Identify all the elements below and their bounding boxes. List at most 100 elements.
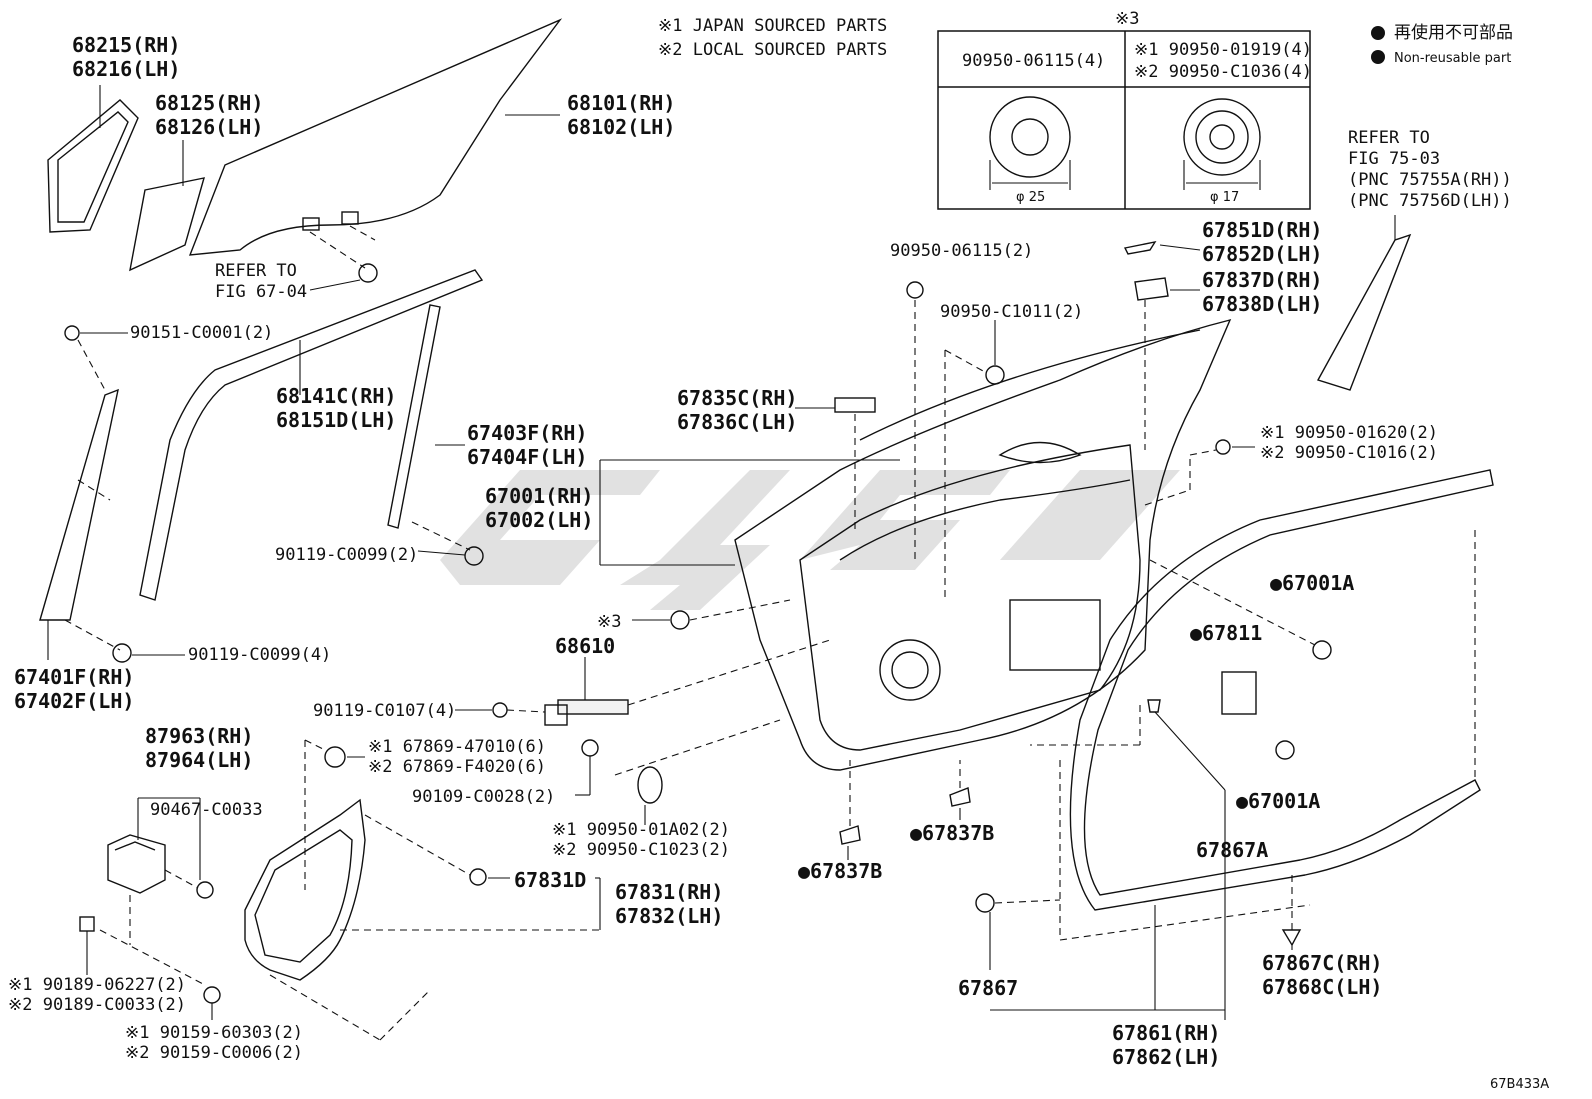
clip-icon [1281,929,1302,947]
table-col2-header-2: ※2 90950-C1036(4) [1134,62,1312,82]
label-67001a-upper: ●67001A [1270,571,1354,595]
label-90119-c0107: 90119-C0107(4) [313,701,456,721]
table-title: ※3 [1115,9,1139,29]
door-trim-panel [244,798,366,981]
grommet-icon [1215,439,1231,455]
label-67852d: 67852D(LH) [1202,242,1322,266]
table-col1-dim: φ 25 [1016,190,1045,205]
table-col1-header: 90950-06115(4) [962,51,1105,71]
label-67001a-lower: ●67001A [1236,789,1320,813]
label-90151: 90151-C0001(2) [130,323,273,343]
label-67836c: 67836C(LH) [677,410,797,434]
legend: 再使用不可部品 Non-reusable part [1371,22,1513,66]
plug-small-icon [1183,98,1261,176]
table-col2-header-1: ※1 90950-01919(4) [1134,40,1312,60]
note-local-sourced: ※2 LOCAL SOURCED PARTS [658,40,887,60]
screw-icon [203,986,221,1004]
label-67837b-left: ●67837B [798,859,882,883]
label-67837b-right: ●67837B [910,821,994,845]
legend-en: Non-reusable part [1394,51,1511,66]
screw-icon [64,325,80,341]
label-68610: 68610 [555,634,615,658]
hole-plug-icon [985,365,1005,385]
table-col2-dim: φ 17 [1210,190,1239,205]
nut-icon [469,868,487,886]
label-68215: 68215(RH) [72,33,180,57]
hole-plug-icon [670,610,690,630]
door-panel [734,318,1232,771]
label-90189-06227: ※1 90189-06227(2) [8,975,186,995]
label-87964: 87964(LH) [145,748,253,772]
clip-table: ※3 90950-06115(4) ※1 90950-01919(4) ※2 9… [937,9,1312,210]
clip-icon [975,893,995,913]
label-67401f: 67401F(RH) [14,665,134,689]
label-67811: ●67811 [1190,621,1262,645]
label-87963: 87963(RH) [145,724,253,748]
label-ref3: ※3 [597,612,621,632]
glass-run-channel [387,304,441,529]
door-check [544,699,629,726]
door-control-module [107,834,166,894]
clip-icon [324,746,346,768]
label-90467: 90467-C0033 [150,800,263,820]
refer-fig-75-03-line2: FIG 75-03 [1348,149,1440,169]
door-window-glass [188,18,563,256]
label-67832: 67832(LH) [615,904,723,928]
latch-bracket [1123,240,1157,255]
label-67867a: 67867A [1196,838,1268,862]
refer-pnc-75755a: (PNC 75755A(RH)) [1348,170,1512,190]
label-90119-c0099-2: 90119-C0099(2) [275,545,418,565]
label-90119-c0099-4: 90119-C0099(4) [188,645,331,665]
figure-id: 67B433A [1490,1077,1549,1092]
legend-jp: 再使用不可部品 [1394,22,1513,43]
label-67831: 67831(RH) [615,880,723,904]
refer-fig-67-04-line2: FIG 67-04 [215,282,307,302]
label-90950-c1011: 90950-C1011(2) [940,302,1083,322]
clip-icon [839,825,861,845]
quarter-window-frame [47,99,139,233]
label-90109: 90109-C0028(2) [412,787,555,807]
label-67869-47010: ※1 67869-47010(6) [368,737,546,757]
clip-icon [1147,699,1161,713]
label-67838d: 67838D(LH) [1202,292,1322,316]
rear-lower-channel [39,388,119,621]
label-67404f: 67404F(LH) [467,445,587,469]
door-pillar-garnish [1316,233,1412,391]
glass-clip-icon [302,211,378,283]
label-90950-c1023: ※2 90950-C1023(2) [552,840,730,860]
bolt-icon [464,546,484,566]
label-90159-60303: ※1 90159-60303(2) [125,1023,303,1043]
table-frame [937,30,1311,210]
handle-bracket [834,397,876,413]
label-68216: 68216(LH) [72,57,180,81]
label-67869-f4020: ※2 67869-F4020(6) [368,757,546,777]
clip-icon [79,916,95,932]
label-90950-01a02: ※1 90950-01A02(2) [552,820,730,840]
label-67403f: 67403F(RH) [467,421,587,445]
label-90950-c1016: ※2 90950-C1016(2) [1260,443,1438,463]
label-68141c: 68141C(RH) [276,384,396,408]
hole-seal [637,766,663,804]
refer-fig-75-03-line1: REFER TO [1348,128,1430,148]
clip-icon [949,787,971,807]
seal-pad [1221,671,1257,715]
nut-icon [196,881,214,899]
label-67402f: 67402F(LH) [14,689,134,713]
label-67001: 67001(RH) [485,484,593,508]
label-90159-c0006: ※2 90159-C0006(2) [125,1043,303,1063]
label-90950-06115: 90950-06115(2) [890,241,1033,261]
watermark-logo [440,470,1180,610]
label-67861: 67861(RH) [1112,1021,1220,1045]
label-67862: 67862(LH) [1112,1045,1220,1069]
label-68101: 68101(RH) [567,91,675,115]
bullet-icon [1371,50,1385,64]
door-frame-moulding [139,269,484,601]
bullet-icon [1371,26,1385,40]
bolt-icon [112,643,132,663]
hole-plug-icon [1275,740,1295,760]
label-67867c: 67867C(RH) [1262,951,1382,975]
hole-plug-icon [1312,640,1332,660]
plug-large-icon [989,96,1071,178]
label-67868c: 67868C(LH) [1262,975,1382,999]
